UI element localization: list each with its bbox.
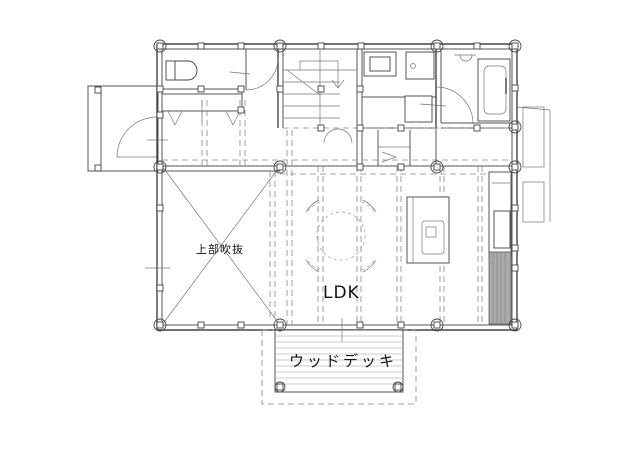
island-sink bbox=[406, 196, 450, 264]
interior-walls bbox=[157, 44, 517, 172]
external-units bbox=[516, 106, 551, 223]
room-label-ldk: LDK bbox=[323, 283, 360, 303]
wood-deck bbox=[261, 318, 417, 405]
washroom bbox=[363, 51, 474, 125]
columns-major bbox=[153, 39, 522, 393]
room-label-void: 上部吹抜 bbox=[196, 243, 244, 256]
void-cross bbox=[145, 165, 281, 326]
staircase bbox=[283, 50, 410, 163]
posts-minor bbox=[94, 42, 519, 329]
storage-shelf bbox=[167, 100, 241, 126]
beam-lines bbox=[162, 100, 512, 325]
bathroom bbox=[454, 54, 511, 122]
toilet-fixture bbox=[165, 57, 279, 91]
entrance-porch bbox=[87, 85, 168, 172]
room-label-wood-deck: ウッドデッキ bbox=[289, 352, 398, 370]
dining-table bbox=[305, 199, 377, 273]
kitchen-counter bbox=[488, 171, 512, 325]
